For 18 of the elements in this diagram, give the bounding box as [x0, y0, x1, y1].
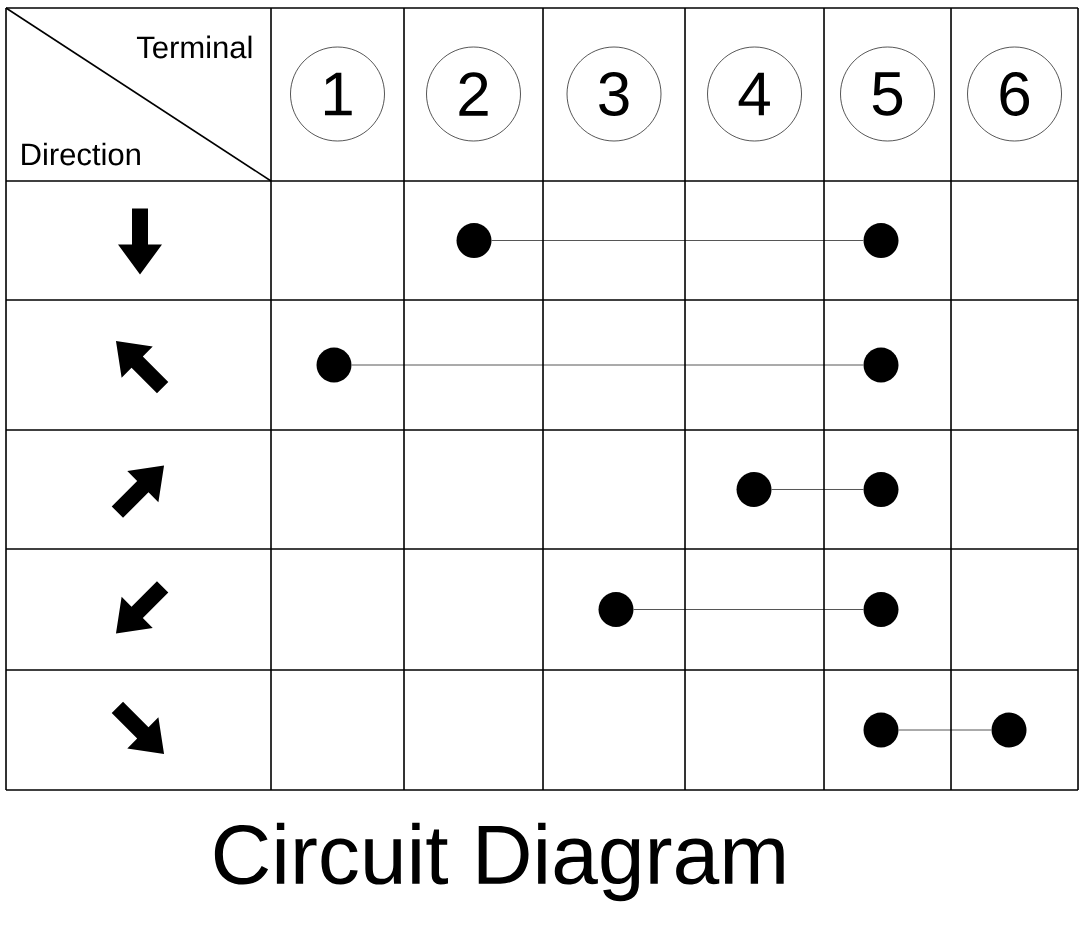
connection-line	[771, 489, 864, 490]
contact-dot	[991, 712, 1027, 748]
caption: Circuit Diagram	[214, 822, 784, 902]
connection-line	[491, 240, 864, 241]
contact-dot	[863, 472, 899, 507]
contact-dot	[316, 347, 352, 383]
connection-line	[633, 609, 864, 610]
connection-line	[898, 729, 992, 731]
header-label: Terminal	[136, 35, 252, 59]
contact-dot	[863, 223, 899, 258]
connection-line	[351, 364, 864, 366]
header-label: Direction	[22, 142, 140, 166]
contact-dot	[456, 223, 492, 258]
contact-dot	[736, 472, 772, 507]
contact-dot	[863, 712, 899, 748]
contact-dot	[863, 592, 899, 627]
contact-dot	[598, 592, 634, 627]
contact-dot	[863, 347, 899, 383]
